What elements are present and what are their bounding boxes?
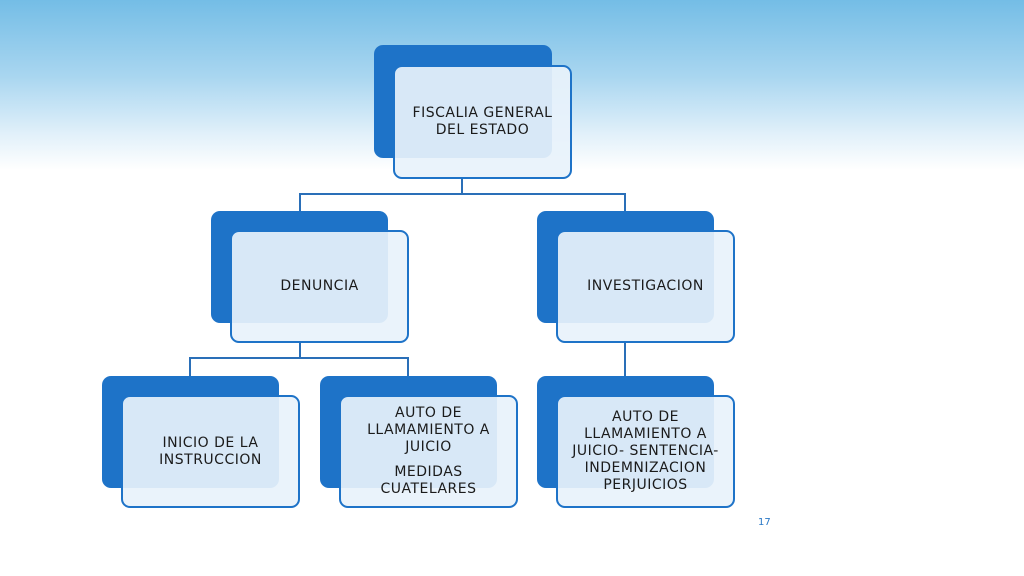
- node-denuncia-label: DENUNCIA: [280, 278, 359, 294]
- node-auto-sentencia-line-2: LLAMAMIENTO A: [584, 426, 707, 442]
- node-auto-medidas-line-2: LLAMAMIENTO A: [367, 422, 490, 438]
- node-fiscalia-line-1: FISCALIA GENERAL: [412, 105, 553, 121]
- node-auto-sentencia-line-5: PERJUICIOS: [603, 477, 688, 493]
- node-auto-medidas-line-4: MEDIDAS: [394, 464, 463, 480]
- node-auto-sentencia-front: AUTO DE LLAMAMIENTO A JUICIO- SENTENCIA-…: [556, 395, 735, 508]
- node-auto-medidas-line-5: CUATELARES: [380, 481, 477, 497]
- node-auto-medidas-front: AUTO DE LLAMAMIENTO A JUICIO MEDIDAS CUA…: [339, 395, 518, 508]
- node-auto-medidas-line-3: JUICIO: [405, 439, 452, 455]
- connector-denuncia-to-children: [189, 342, 409, 377]
- connector-root-to-level1: [299, 178, 626, 212]
- node-denuncia-front: DENUNCIA: [230, 230, 409, 343]
- node-investigacion-front: INVESTIGACION: [556, 230, 735, 343]
- slide-number: 17: [758, 517, 771, 528]
- node-inicio-front: INICIO DE LA INSTRUCCION: [121, 395, 300, 508]
- node-auto-sentencia-line-3: JUICIO- SENTENCIA-: [572, 443, 719, 459]
- node-investigacion-label: INVESTIGACION: [587, 278, 704, 294]
- node-auto-sentencia-line-1: AUTO DE: [612, 409, 679, 425]
- node-auto-sentencia-line-4: INDEMNIZACION: [584, 460, 707, 476]
- node-inicio-line-2: INSTRUCCION: [159, 451, 262, 468]
- node-fiscalia-line-2: DEL ESTADO: [435, 122, 530, 138]
- node-auto-medidas-line-1: AUTO DE: [395, 405, 462, 421]
- node-fiscalia-front: FISCALIA GENERAL DEL ESTADO: [393, 65, 572, 179]
- node-inicio-line-1: INICIO DE LA: [162, 434, 259, 451]
